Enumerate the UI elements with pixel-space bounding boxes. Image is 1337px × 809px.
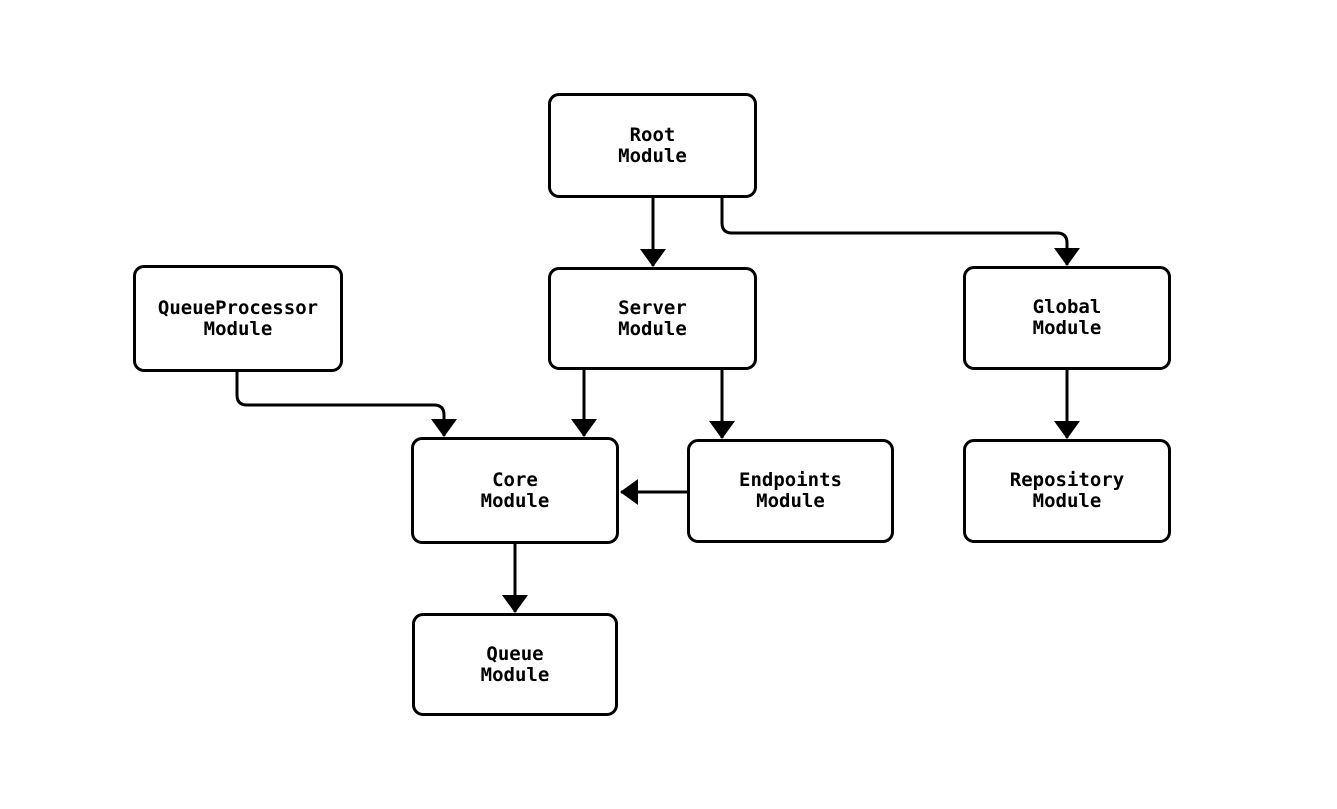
node-label-line1: Global (1032, 296, 1102, 318)
node-label-line2: Module (756, 490, 825, 512)
node-label: Root Module (618, 123, 687, 167)
node-label-line1: Root (629, 123, 676, 146)
node-label-line1: Endpoints (739, 469, 842, 491)
node-queue: Queue Module (412, 613, 618, 716)
node-label: Server Module (618, 296, 687, 340)
node-core: Core Module (411, 437, 619, 544)
node-label-line2: Module (1032, 490, 1102, 512)
node-label: Global Module (1033, 297, 1102, 339)
edge-root-to-global (720, 198, 1080, 266)
node-label-line2: Module (618, 317, 687, 340)
node-label: Core Module (480, 468, 550, 512)
node-label-line2: Module (1032, 317, 1102, 339)
node-label: Endpoints Module (739, 470, 842, 512)
edge-queueprocessor-to-core (235, 372, 457, 437)
node-label: Queue Module (480, 642, 550, 686)
node-label-line1: Core (492, 468, 538, 491)
node-label: QueueProcessor Module (157, 296, 319, 340)
node-label-line2: Module (618, 144, 687, 167)
node-repository: Repository Module (963, 439, 1171, 543)
node-server: Server Module (548, 267, 757, 370)
node-label-line2: Module (480, 663, 550, 686)
node-label-line1: Repository (1009, 469, 1125, 491)
node-label-line1: Queue (486, 642, 544, 665)
node-root: Root Module (548, 93, 757, 198)
node-queueprocessor: QueueProcessor Module (133, 265, 343, 372)
node-label: Repository Module (1010, 470, 1124, 512)
node-global: Global Module (963, 266, 1171, 370)
node-endpoints: Endpoints Module (687, 439, 894, 543)
node-label-line2: Module (480, 489, 550, 512)
node-label-line1: Server (618, 296, 687, 319)
node-label-line1: QueueProcessor (157, 296, 319, 319)
node-label-line2: Module (203, 317, 273, 340)
